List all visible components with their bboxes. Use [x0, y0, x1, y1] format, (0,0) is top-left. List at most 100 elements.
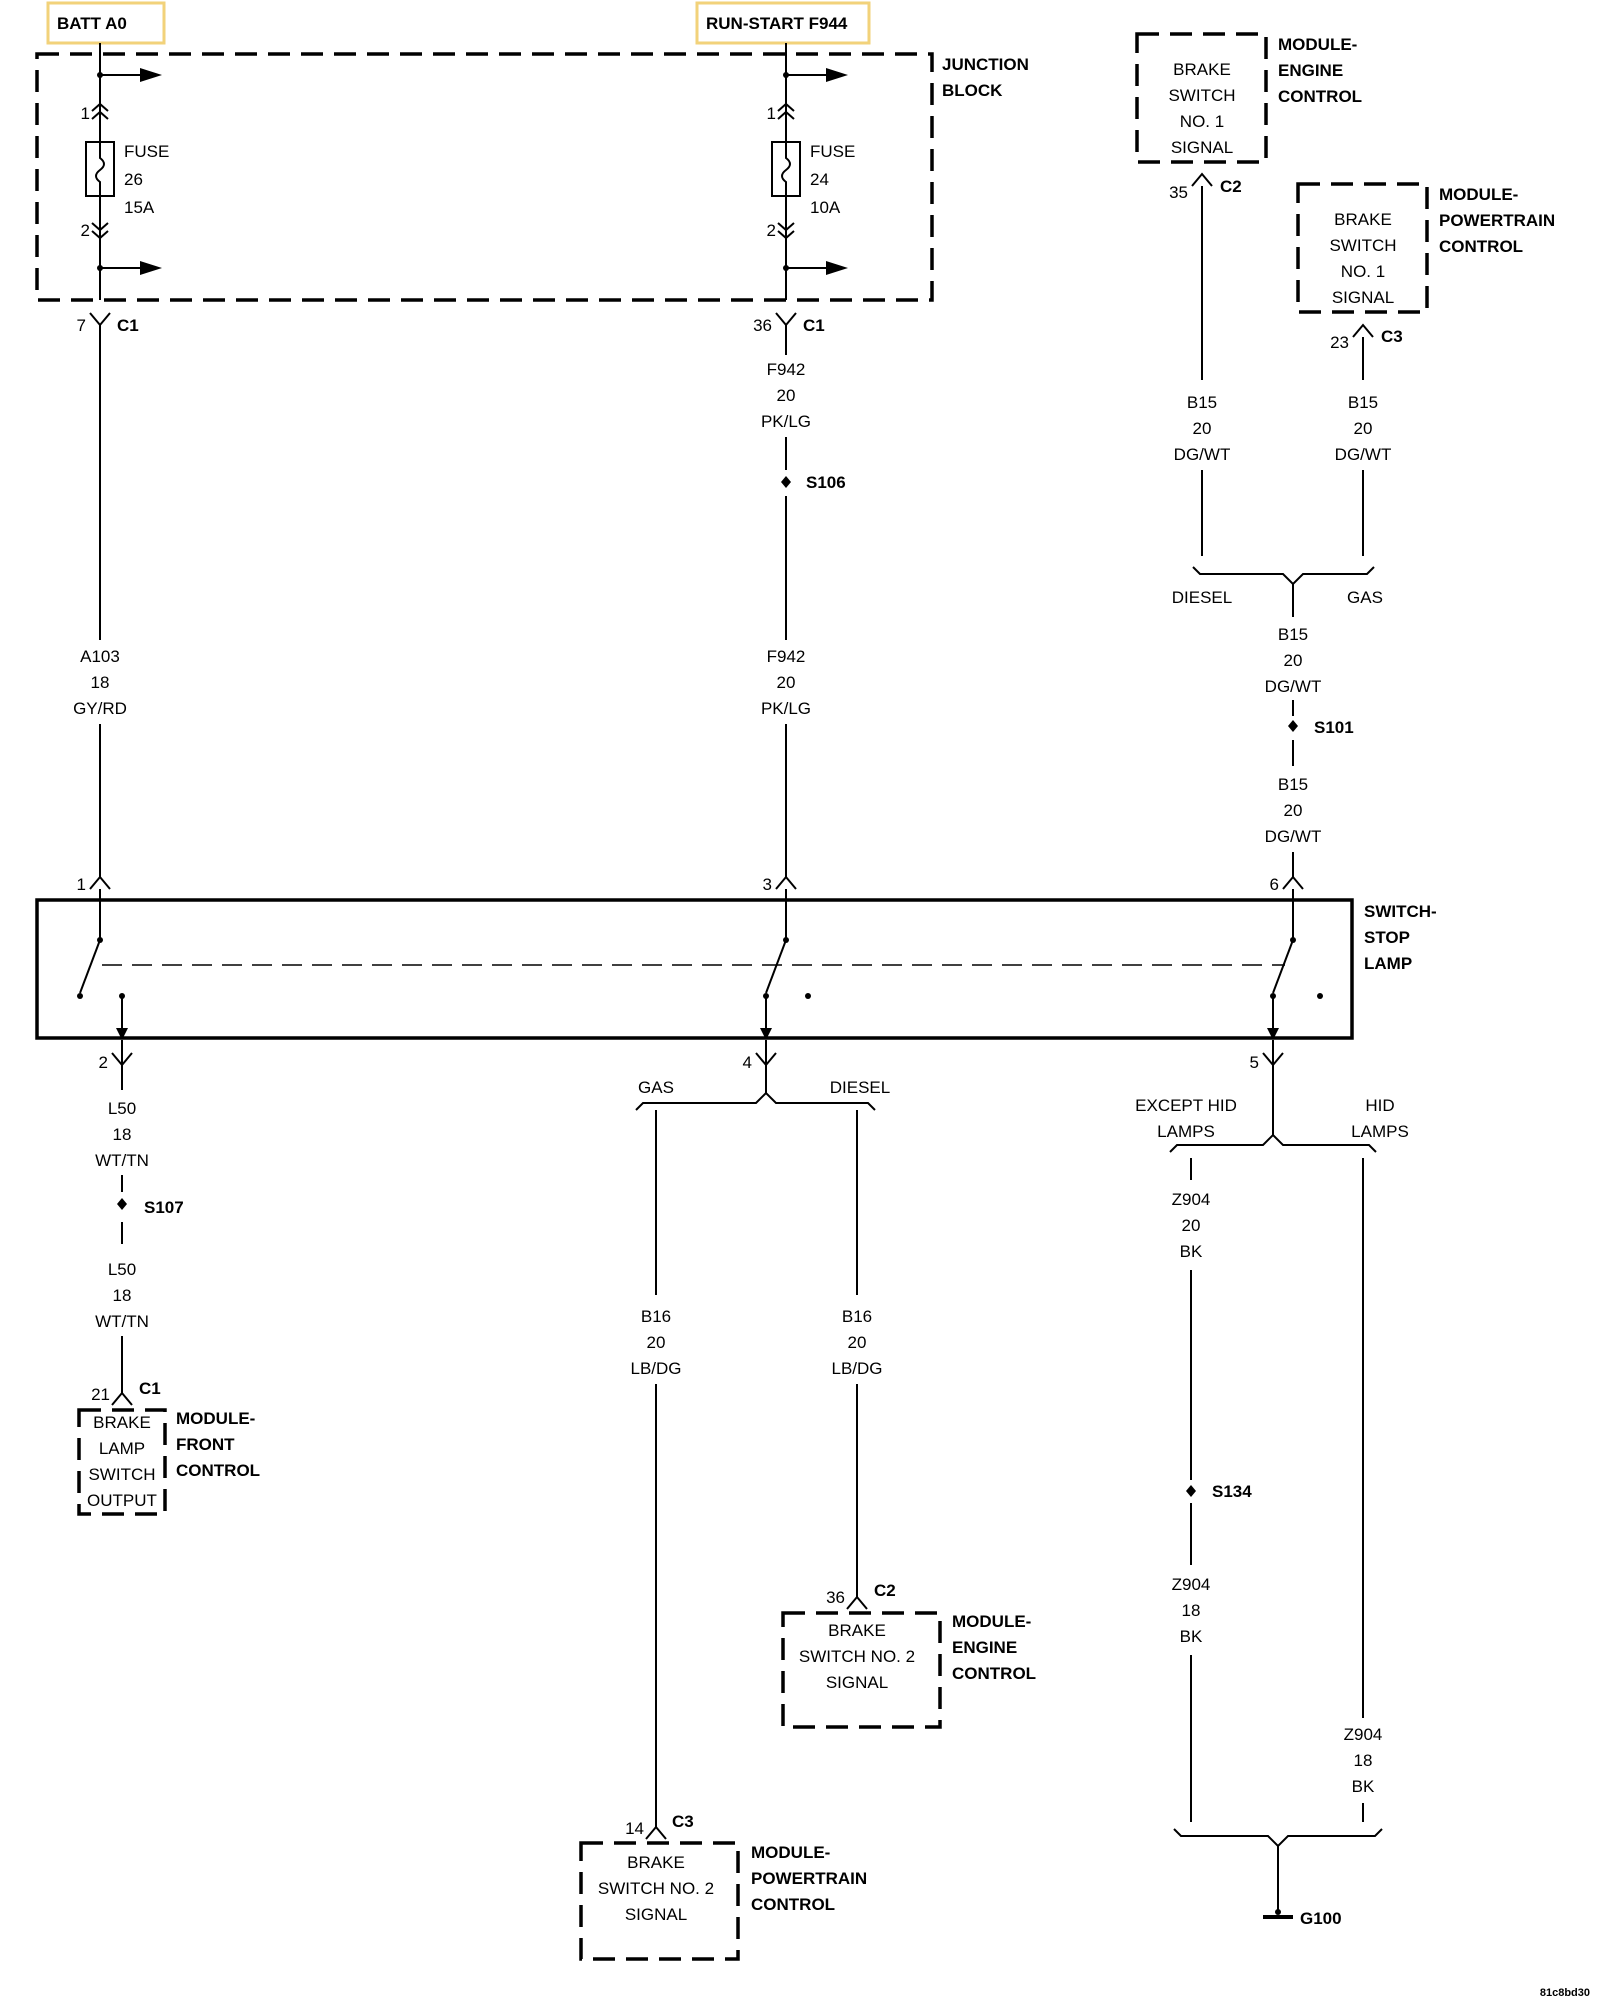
ecm-top-title-3: CONTROL	[1278, 87, 1362, 106]
wire-a103: A103 18 GY/RD	[73, 325, 127, 877]
splice-s101-label: S101	[1314, 718, 1354, 737]
ground-g100: G100	[1263, 1846, 1342, 1928]
jb-c1-right-pin: 36	[753, 316, 772, 335]
pcm-bot-conn: C3	[672, 1812, 694, 1831]
pcm-bot-l3: SIGNAL	[625, 1905, 687, 1924]
wire-z904-except-hid: Z904 20 BK S134 Z904 18 BK	[1172, 1158, 1252, 1822]
b16-gas-name: B16	[641, 1307, 671, 1326]
b16-diesel-gauge: 20	[848, 1333, 867, 1352]
b16-gas-gauge: 20	[647, 1333, 666, 1352]
pcm-top-l2: SWITCH	[1329, 236, 1396, 255]
switch-pin-3: 3	[763, 875, 772, 894]
fuse24-amp: 10A	[810, 198, 841, 217]
a103-name: A103	[80, 647, 120, 666]
ecm-bot-conn: C2	[874, 1581, 896, 1600]
wire-b16-diesel: B16 20 LB/DG	[831, 1110, 883, 1597]
ecm-bot-l1: BRAKE	[828, 1621, 886, 1640]
source-run-start: RUN-START F944	[695, 1, 871, 45]
ecm-top-l4: SIGNAL	[1171, 138, 1233, 157]
b15-mid-color: DG/WT	[1265, 677, 1322, 696]
f942-top-gauge: 20	[777, 386, 796, 405]
branch-right-right-2: LAMPS	[1351, 1122, 1409, 1141]
junction-block-title-1: JUNCTION	[942, 55, 1029, 74]
ground-label: G100	[1300, 1909, 1342, 1928]
ecm-bot-title-3: CONTROL	[952, 1664, 1036, 1683]
wire-b15-diesel: B15 20 DG/WT	[1174, 186, 1231, 556]
jb-c1-right-connector	[775, 312, 797, 327]
switch-pin-5: 5	[1250, 1053, 1259, 1072]
jb-c1-right-conn: C1	[803, 316, 825, 335]
fcm-l1: BRAKE	[93, 1413, 151, 1432]
fcm-title-3: CONTROL	[176, 1461, 260, 1480]
wire-z904-hid: Z904 18 BK	[1344, 1158, 1382, 1822]
ecm-top-title-2: ENGINE	[1278, 61, 1343, 80]
fcm-title-2: FRONT	[176, 1435, 235, 1454]
ecm-top-l3: NO. 1	[1180, 112, 1224, 131]
b16-gas-color: LB/DG	[630, 1359, 681, 1378]
fcm-title-1: MODULE-	[176, 1409, 255, 1428]
wire-b16-gas: B16 20 LB/DG	[630, 1110, 682, 1827]
b15-gas-name: B15	[1348, 393, 1378, 412]
pcm-top-conn: C3	[1381, 327, 1403, 346]
module-engine-control-bottom: 36 C2 BRAKE SWITCH NO. 2 SIGNAL MODULE- …	[781, 1581, 1036, 1729]
ecm-bot-title-2: ENGINE	[952, 1638, 1017, 1657]
module-front-control: 21 C1 BRAKE LAMP SWITCH OUTPUT MODULE- F…	[77, 1379, 260, 1516]
fuse24-number: 24	[810, 170, 829, 189]
pcm-top-title-3: CONTROL	[1439, 237, 1523, 256]
junction-block-title-2: BLOCK	[942, 81, 1003, 100]
branch-hid-brace	[1169, 1133, 1377, 1153]
module-powertrain-control-bottom: 14 C3 BRAKE SWITCH NO. 2 SIGNAL MODULE- …	[579, 1812, 867, 1961]
switch-pin-1: 1	[77, 875, 86, 894]
a103-gauge: 18	[91, 673, 110, 692]
l50-top-gauge: 18	[113, 1125, 132, 1144]
z904-a-color: BK	[1180, 1242, 1203, 1261]
ecm-top-title-1: MODULE-	[1278, 35, 1357, 54]
pcm-bot-title-2: POWERTRAIN	[751, 1869, 867, 1888]
fcm-pin: 21	[91, 1385, 110, 1404]
wire-b15-gas: B15 20 DG/WT	[1335, 337, 1392, 556]
figure-id: 81c8bd30	[1540, 1987, 1590, 1999]
switch-title-2: STOP	[1364, 928, 1410, 947]
switch-title-3: LAMP	[1364, 954, 1412, 973]
fcm-l4: OUTPUT	[87, 1491, 157, 1510]
switch-stop-lamp-body	[35, 898, 1354, 1040]
z904-b-name: Z904	[1172, 1575, 1211, 1594]
b15-mid-gauge: 20	[1284, 651, 1303, 670]
b15-diesel-name: B15	[1187, 393, 1217, 412]
ecm-bot-l3: SIGNAL	[826, 1673, 888, 1692]
f942-top-color: PK/LG	[761, 412, 811, 431]
ecm-top-conn: C2	[1220, 177, 1242, 196]
switch-title-1: SWITCH-	[1364, 902, 1437, 921]
ecm-bot-title-1: MODULE-	[952, 1612, 1031, 1631]
pcm-bot-title-1: MODULE-	[751, 1843, 830, 1862]
branch-right-left-2: LAMPS	[1157, 1122, 1215, 1141]
fcm-conn: C1	[139, 1379, 161, 1398]
jb-c1-left-conn: C1	[117, 316, 139, 335]
ecm-bot-pin: 36	[826, 1588, 845, 1607]
switch-pin-2: 2	[99, 1053, 108, 1072]
pcm-bot-l1: BRAKE	[627, 1853, 685, 1872]
pcm-bot-pin: 14	[625, 1819, 644, 1838]
source-batt-a0: BATT A0	[46, 1, 166, 45]
b15-diesel-gauge: 20	[1193, 419, 1212, 438]
jb-c1-left-pin: 7	[77, 316, 86, 335]
pcm-top-title-1: MODULE-	[1439, 185, 1518, 204]
splice-s106-dot	[781, 476, 791, 488]
wire-b15-common: B15 20 DG/WT S101 B15 20 DG/WT	[1265, 584, 1354, 877]
b15-gas-gauge: 20	[1354, 419, 1373, 438]
fuse26-label: FUSE	[124, 142, 169, 161]
pcm-bot-title-3: CONTROL	[751, 1895, 835, 1914]
l50-top-color: WT/TN	[95, 1151, 149, 1170]
b15-diesel-color: DG/WT	[1174, 445, 1231, 464]
z904-b-gauge: 18	[1182, 1601, 1201, 1620]
b15-gas-color: DG/WT	[1335, 445, 1392, 464]
fuse26-pin-in: 1	[81, 104, 90, 123]
pcm-top-l3: NO. 1	[1341, 262, 1385, 281]
splice-s101-dot	[1288, 720, 1298, 732]
b16-diesel-color: LB/DG	[831, 1359, 882, 1378]
pcm-top-title-2: POWERTRAIN	[1439, 211, 1555, 230]
splice-s134-label: S134	[1212, 1482, 1252, 1501]
fuse26-pin-out: 2	[81, 221, 90, 240]
ecm-top-l2: SWITCH	[1168, 86, 1235, 105]
branch-ground-brace	[1173, 1828, 1383, 1848]
